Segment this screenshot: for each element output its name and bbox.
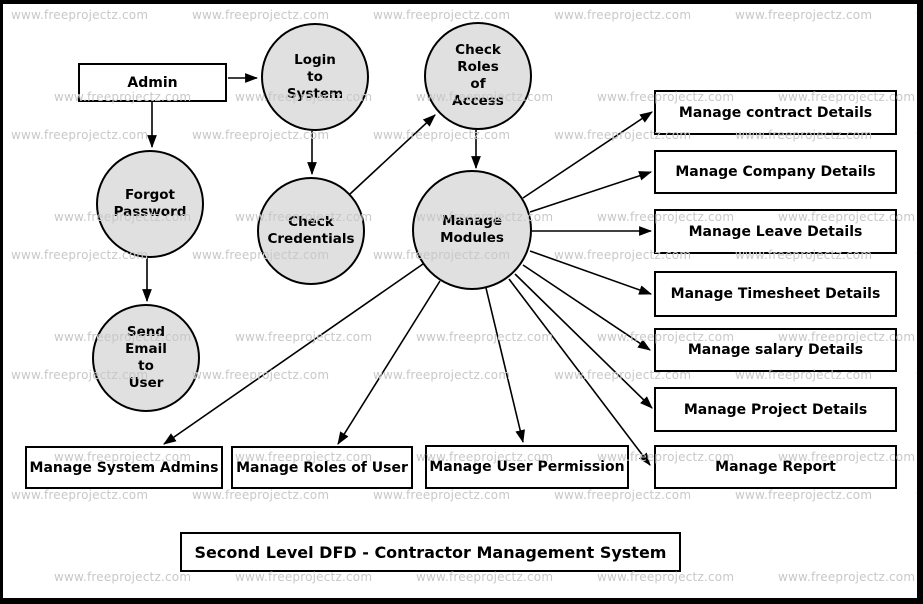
flow-arrow-manage-modules-to-manage-roles-of-user [337, 280, 441, 445]
entity-label: Manage contract Details [678, 104, 873, 121]
entity-manage-report: Manage Report [654, 445, 897, 489]
diagram-title: Second Level DFD - Contractor Management… [194, 542, 667, 562]
flow-arrow-manage-modules-to-manage-system-admins [163, 263, 424, 445]
process-manage-modules: Manage Modules [412, 170, 532, 290]
entity-manage-user-permission: Manage User Permission [425, 445, 629, 489]
process-check-roles-of-access: Check Roles of Access [424, 22, 532, 130]
entity-manage-system-admins: Manage System Admins [25, 446, 223, 489]
process-label: Check Roles of Access [452, 42, 504, 109]
entity-admin: Admin [78, 63, 227, 102]
entity-manage-project-details: Manage Project Details [654, 387, 897, 432]
process-label: Login to System [286, 51, 344, 102]
process-label: Manage Modules [440, 213, 504, 246]
flow-arrow-manage-modules-to-manage-user-permission [485, 287, 525, 444]
flow-arrow-manage-modules-to-manage-contract-details [522, 111, 653, 199]
entity-label: Manage System Admins [29, 459, 219, 476]
entity-manage-salary-details: Manage salary Details [654, 328, 897, 372]
entity-label: Manage Timesheet Details [670, 286, 881, 302]
entity-label: Manage Company Details [675, 164, 876, 180]
process-send-email-to-user: Send Email to User [92, 304, 200, 412]
entity-manage-leave-details: Manage Leave Details [654, 209, 897, 254]
flow-arrow-manage-modules-to-manage-salary-details [522, 264, 651, 351]
flow-arrow-check-credentials-to-check-roles-of-access [349, 114, 436, 195]
process-label: Check Credentials [267, 214, 355, 247]
entity-label: Manage Project Details [683, 401, 868, 418]
process-label: Forgot Password [113, 187, 187, 220]
process-label: Send Email to User [125, 324, 167, 391]
flow-arrow-manage-modules-to-manage-company-details [529, 171, 653, 213]
entity-label: Admin [127, 74, 178, 91]
process-forgot-password: Forgot Password [96, 150, 204, 258]
diagram-title-box: Second Level DFD - Contractor Management… [180, 532, 681, 572]
process-check-credentials: Check Credentials [257, 177, 365, 285]
flow-arrow-manage-modules-to-manage-project-details [514, 273, 653, 409]
entity-label: Manage salary Details [687, 342, 864, 358]
flow-arrow-manage-modules-to-manage-timesheet-details [529, 250, 653, 295]
entity-label: Manage Roles of User [236, 459, 408, 476]
entity-label: Manage User Permission [429, 459, 625, 475]
entity-manage-contract-details: Manage contract Details [654, 90, 897, 135]
entity-manage-company-details: Manage Company Details [654, 150, 897, 194]
entity-label: Manage Report [715, 459, 836, 475]
entity-manage-timesheet-details: Manage Timesheet Details [654, 271, 897, 317]
process-login-to-system: Login to System [261, 23, 369, 131]
entity-manage-roles-of-user: Manage Roles of User [231, 446, 413, 489]
entity-label: Manage Leave Details [688, 223, 863, 240]
flow-arrow-manage-modules-to-manage-report [508, 278, 651, 466]
